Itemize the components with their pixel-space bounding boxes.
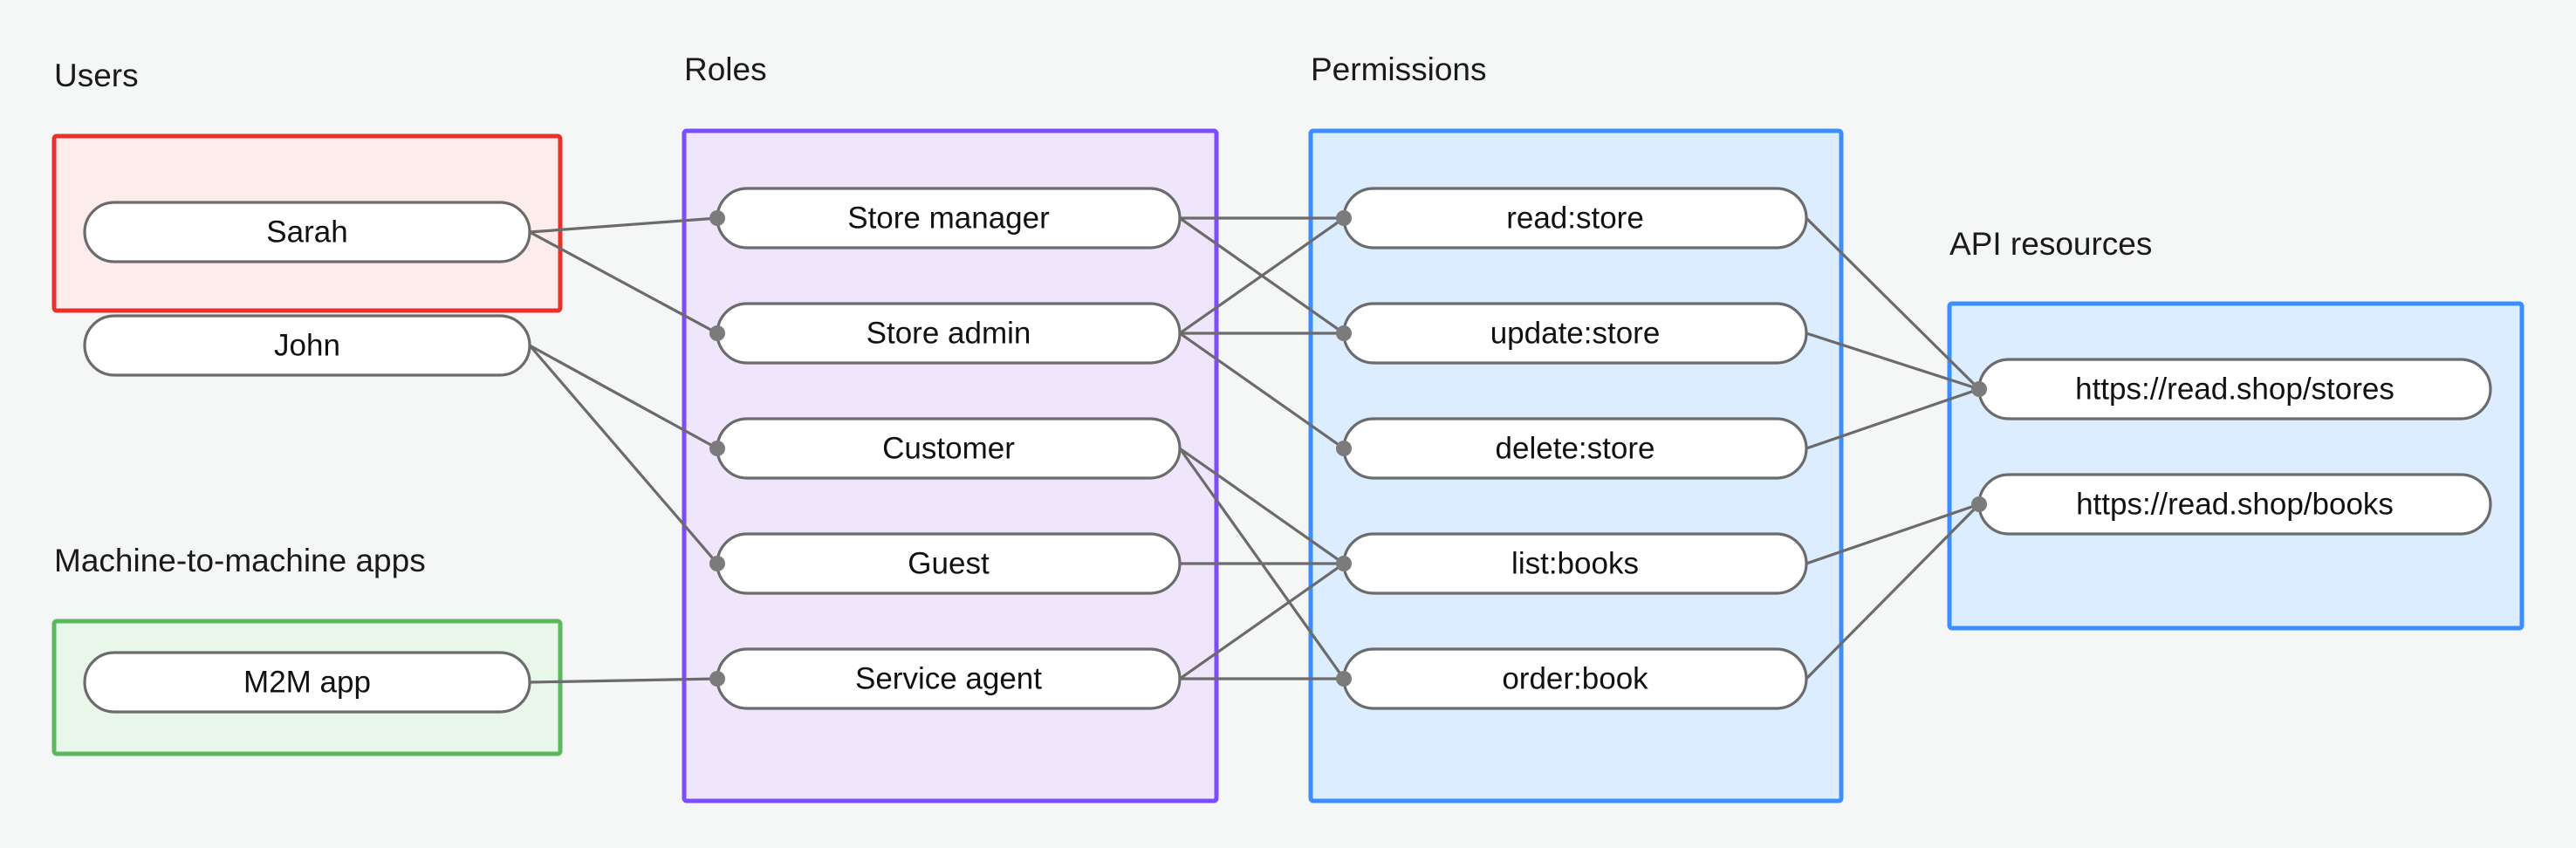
edges-layer xyxy=(528,216,1981,684)
edge-sarah-to-store_manager xyxy=(529,216,718,234)
node-sarah[interactable]: Sarah xyxy=(83,201,531,263)
group-panel-api_resources xyxy=(1947,301,2525,631)
node-label: order:book xyxy=(1502,661,1648,695)
node-res_stores[interactable]: https://read.shop/stores xyxy=(1977,358,2492,421)
edge-endpoint-dot-order_book xyxy=(1336,671,1352,687)
edge-endpoint-dot-res_books xyxy=(1971,496,1987,512)
edge-john-to-guest xyxy=(528,344,719,565)
edge-endpoint-dot-res_stores xyxy=(1971,381,1987,397)
edge-update_store-to-res_stores xyxy=(1805,332,1980,391)
edge-endpoint-dots xyxy=(709,210,1987,687)
node-res_books[interactable]: https://read.shop/books xyxy=(1977,473,2492,536)
edge-delete_store-to-res_stores xyxy=(1805,387,1980,450)
node-shape xyxy=(83,314,531,377)
group-title-permissions: Permissions xyxy=(1311,51,1487,87)
node-john[interactable]: John xyxy=(83,314,531,377)
node-read_store[interactable]: read:store xyxy=(1342,187,1808,250)
node-guest[interactable]: Guest xyxy=(716,532,1182,595)
edge-endpoint-dot-customer xyxy=(709,441,725,456)
node-order_book[interactable]: order:book xyxy=(1342,647,1808,710)
edge-read_store-to-res_stores xyxy=(1805,216,1981,391)
edge-endpoint-dot-read_store xyxy=(1336,210,1352,226)
group-title-roles: Roles xyxy=(684,51,767,87)
edge-endpoint-dot-delete_store xyxy=(1336,441,1352,456)
group-title-api_resources: API resources xyxy=(1949,226,2152,262)
node-store_admin[interactable]: Store admin xyxy=(716,302,1182,365)
node-label: delete:store xyxy=(1496,431,1655,465)
group-title-m2m: Machine-to-machine apps xyxy=(54,543,426,578)
edge-service_agent-to-list_books xyxy=(1179,562,1345,680)
edge-endpoint-dot-update_store xyxy=(1336,325,1352,341)
node-label: list:books xyxy=(1511,546,1639,580)
node-label: https://read.shop/books xyxy=(2076,487,2394,521)
node-label: update:store xyxy=(1490,316,1661,350)
edge-store_admin-to-delete_store xyxy=(1179,332,1345,450)
edge-list_books-to-res_books xyxy=(1805,503,1980,565)
node-label: Store admin xyxy=(867,316,1031,350)
node-service_agent[interactable]: Service agent xyxy=(716,647,1182,710)
node-m2mapp[interactable]: M2M app xyxy=(83,651,531,714)
node-store_manager[interactable]: Store manager xyxy=(716,187,1182,250)
node-label: Guest xyxy=(908,546,990,580)
edge-endpoint-dot-list_books xyxy=(1336,556,1352,571)
edge-order_book-to-res_books xyxy=(1805,503,1981,680)
edge-store_admin-to-read_store xyxy=(1179,216,1345,335)
edge-endpoint-dot-store_manager xyxy=(709,210,725,226)
edge-endpoint-dot-guest xyxy=(709,556,725,571)
node-shape xyxy=(83,651,531,714)
node-label: Customer xyxy=(882,431,1015,465)
edge-john-to-customer xyxy=(529,344,718,450)
node-label: Store manager xyxy=(847,201,1050,235)
node-label: Sarah xyxy=(266,215,347,249)
edge-endpoint-dot-store_admin xyxy=(709,325,725,341)
node-label: Service agent xyxy=(855,661,1042,695)
node-label: M2M app xyxy=(243,665,371,699)
edge-m2mapp-to-service_agent xyxy=(529,677,718,684)
edge-customer-to-list_books xyxy=(1179,447,1345,565)
node-customer[interactable]: Customer xyxy=(716,417,1182,480)
node-label: read:store xyxy=(1506,201,1644,235)
edge-endpoint-dot-service_agent xyxy=(709,671,725,687)
edge-sarah-to-store_admin xyxy=(529,230,718,335)
node-delete_store[interactable]: delete:store xyxy=(1342,417,1808,480)
node-label: John xyxy=(274,328,340,362)
node-shape xyxy=(83,201,531,263)
node-list_books[interactable]: list:books xyxy=(1342,532,1808,595)
node-update_store[interactable]: update:store xyxy=(1342,302,1808,365)
node-label: https://read.shop/stores xyxy=(2075,372,2394,406)
group-title-users: Users xyxy=(54,58,139,93)
